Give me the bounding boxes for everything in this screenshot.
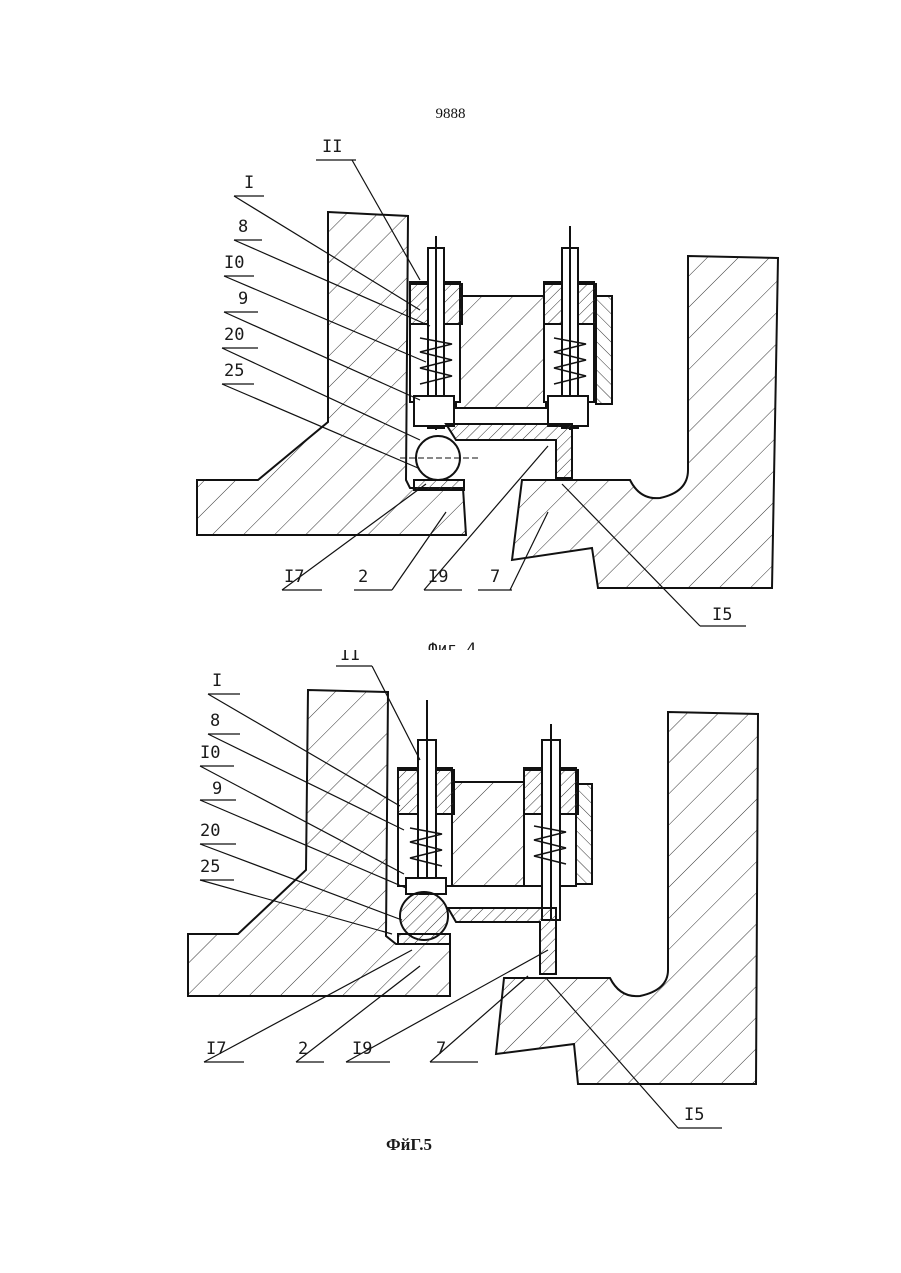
label-I9: I9 [428,567,448,587]
label-2: 2 [298,1039,308,1059]
label-I7: I7 [206,1039,226,1059]
figure-5-caption: ФйГ.5 [386,1135,432,1154]
label-8: 8 [238,217,248,237]
label-8: 8 [210,711,220,731]
bracket [448,908,556,974]
label-I0: I0 [224,253,244,273]
bracket [446,424,572,478]
label-20: 20 [200,821,220,841]
label-I: I [244,173,254,193]
label-I9: I9 [352,1039,372,1059]
central-block [452,782,530,886]
ball [400,892,448,940]
label-9: 9 [212,779,222,799]
figure-5-drawing: II I 8 I0 9 20 25 I7 2 I9 7 I5 ФйГ.5 [0,650,901,1170]
label-9: 9 [238,289,248,309]
label-I7: I7 [284,567,304,587]
label-II: II [322,137,342,157]
label-2: 2 [358,567,368,587]
label-I: I [212,671,222,691]
label-25: 25 [200,857,220,877]
figure-4-caption: Фиг.4 [428,639,476,650]
label-25: 25 [224,361,244,381]
seat [398,934,450,944]
label-7: 7 [436,1039,446,1059]
page-number: 9888 [0,106,901,123]
label-I0: I0 [200,743,220,763]
central-block [456,296,546,408]
label-20: 20 [224,325,244,345]
figure-4-drawing: II I 8 I0 9 20 25 I7 2 I9 7 I5 Фиг.4 [0,130,901,650]
seat [414,480,464,490]
label-II: II [340,650,360,665]
label-I5: I5 [712,605,732,625]
label-I5: I5 [684,1105,704,1125]
label-7: 7 [490,567,500,587]
